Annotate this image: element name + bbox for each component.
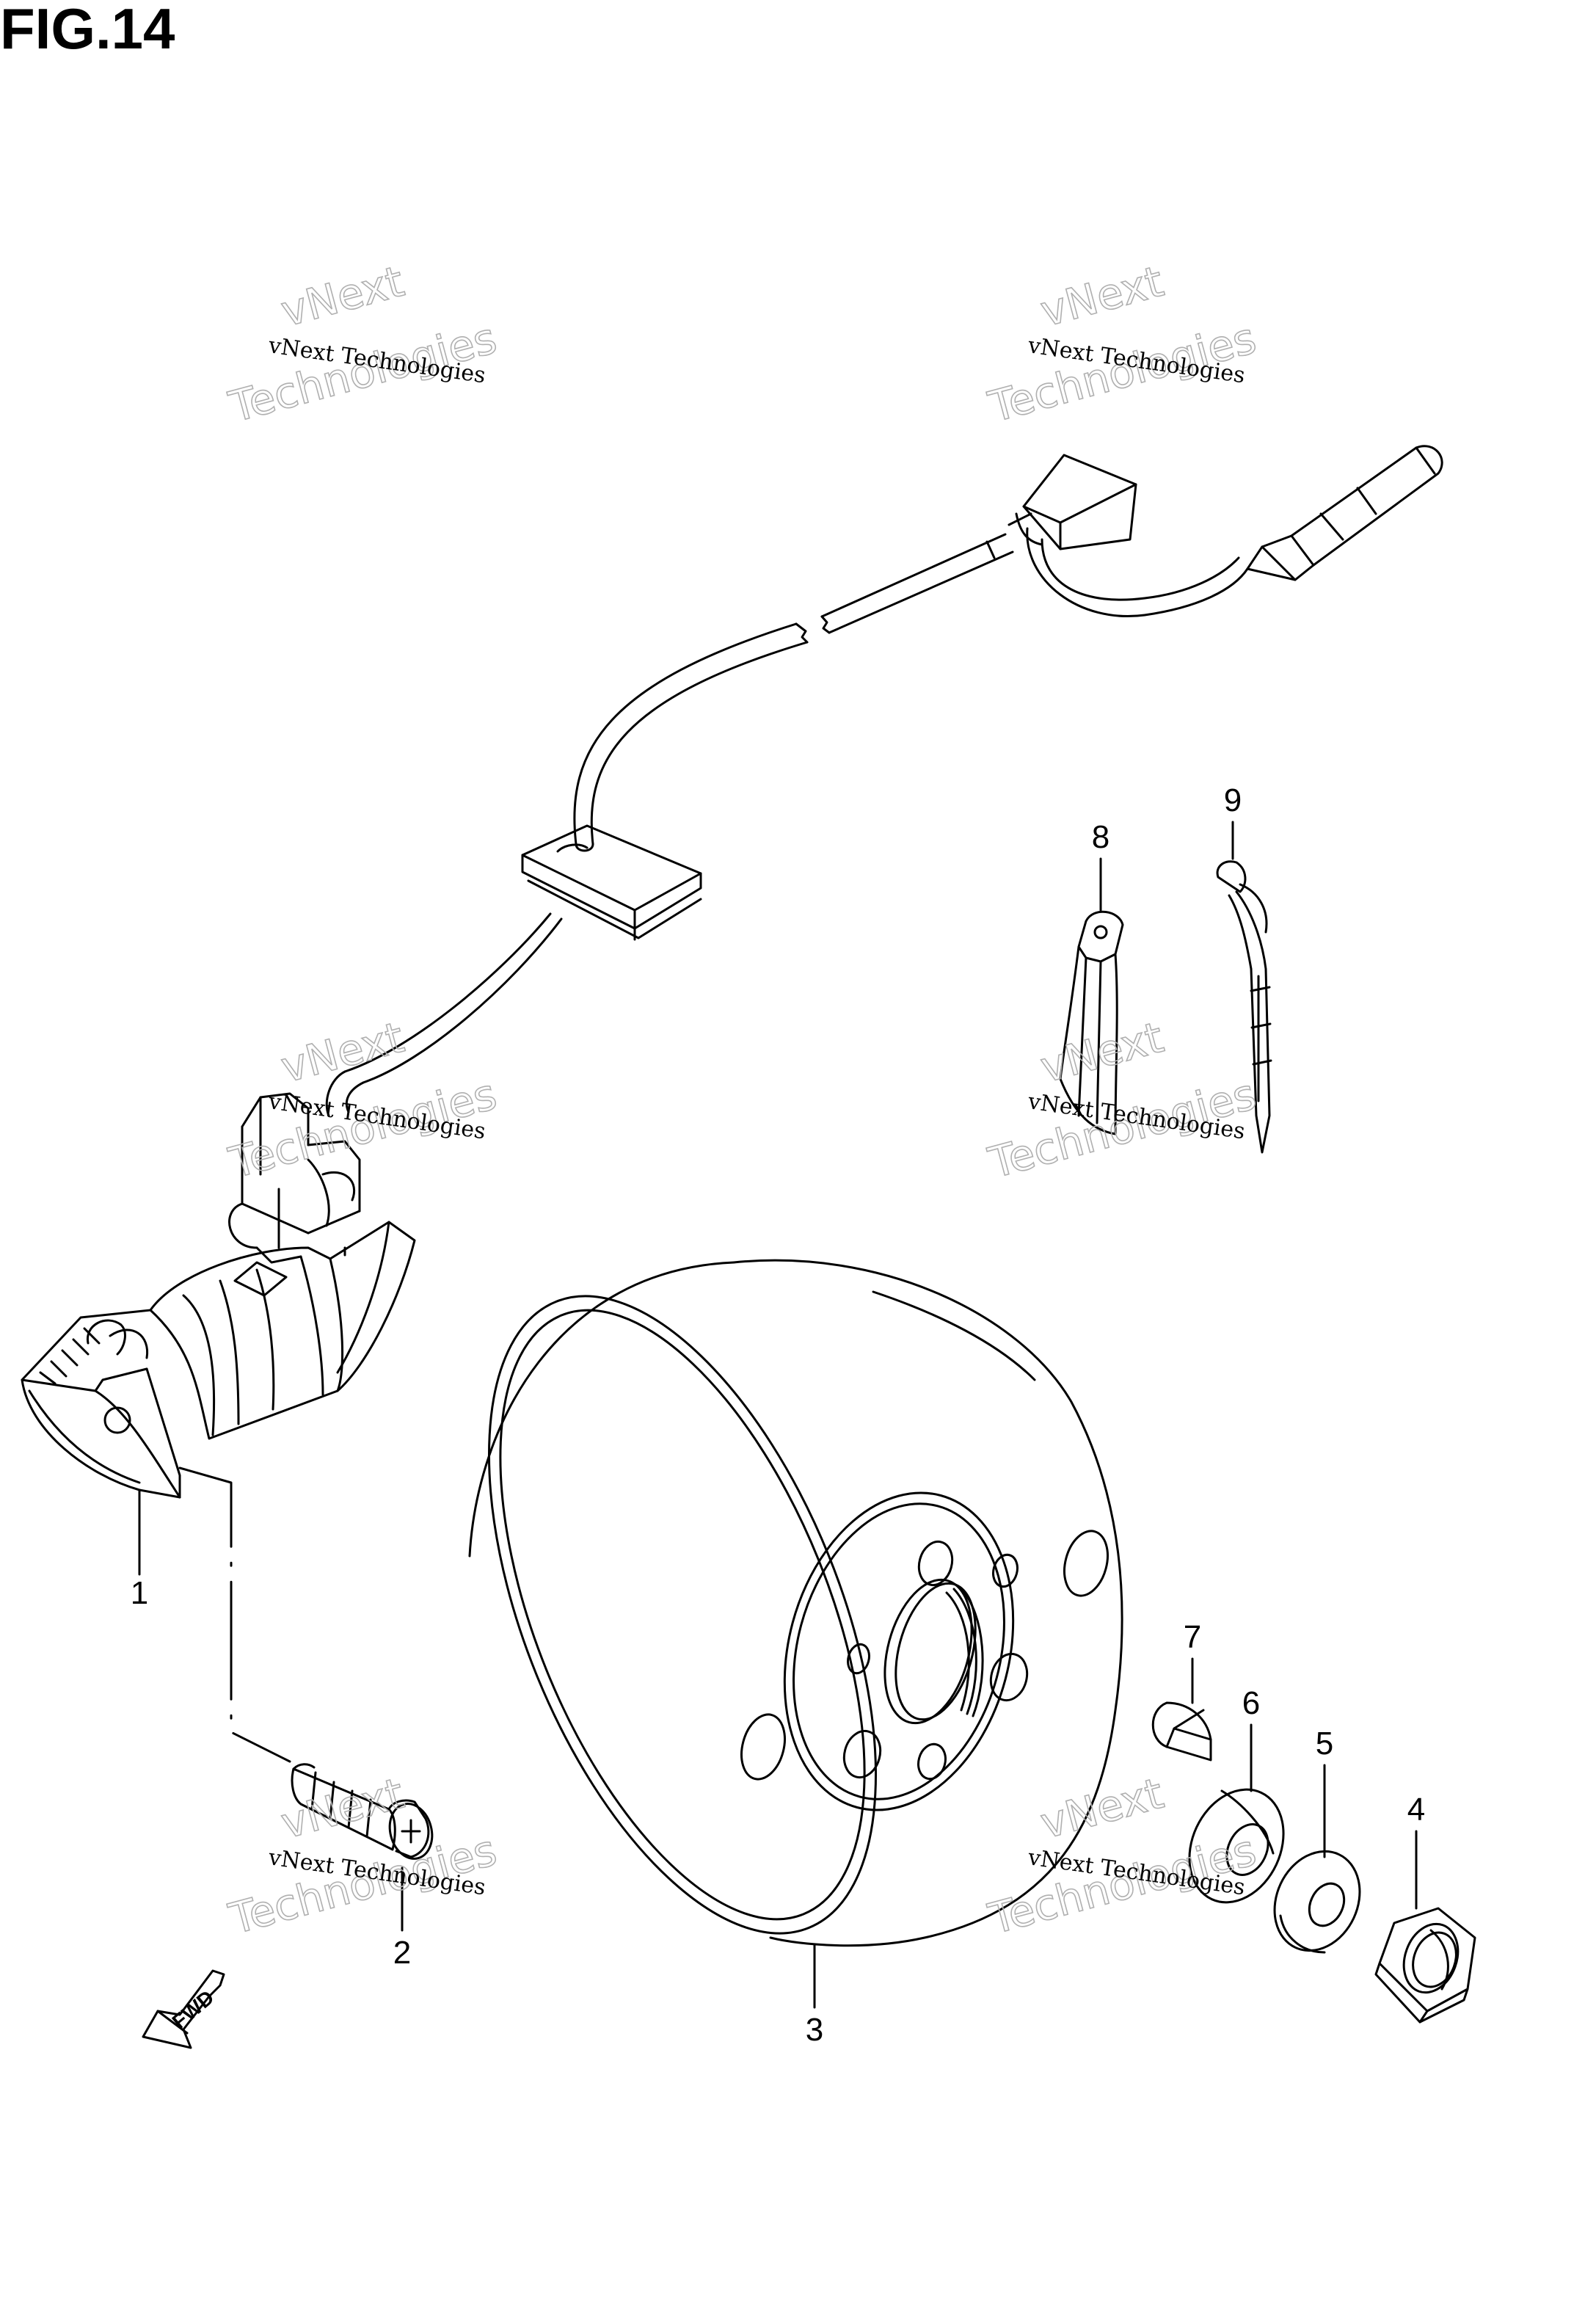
connector bbox=[1007, 454, 1137, 550]
fwd-arrow-icon bbox=[142, 1969, 225, 2049]
screw bbox=[291, 1763, 434, 1860]
fwd-label: FWD bbox=[168, 1985, 219, 2033]
svg-text:vNext: vNext bbox=[1035, 1012, 1168, 1093]
cable-clip bbox=[1059, 910, 1124, 1135]
callout-1: 1 bbox=[131, 1575, 148, 1611]
woodruff-key bbox=[1151, 1701, 1212, 1762]
callout-3: 3 bbox=[806, 2012, 823, 2048]
grommet bbox=[521, 824, 702, 941]
svg-text:vNext: vNext bbox=[276, 1012, 409, 1093]
callout-2: 2 bbox=[393, 1935, 411, 1971]
spring-washer bbox=[1273, 1850, 1361, 1954]
flywheel bbox=[468, 1259, 1123, 1947]
svg-text:vNext: vNext bbox=[1035, 1768, 1168, 1849]
plug-terminal bbox=[1246, 445, 1443, 581]
watermark-bottom-right: vNext Technologies vNext Technologies bbox=[983, 1767, 1261, 1944]
watermark-top-right: vNext Technologies vNext Technologies bbox=[983, 255, 1261, 432]
callout-9: 9 bbox=[1224, 782, 1242, 818]
alignment-line bbox=[178, 1466, 291, 1763]
cable-tie bbox=[1216, 860, 1272, 1154]
washer bbox=[1188, 1788, 1285, 1904]
callout-6: 6 bbox=[1242, 1685, 1260, 1721]
callout-8: 8 bbox=[1092, 819, 1109, 855]
watermark-mid-left: vNext Technologies vNext Technologies bbox=[223, 1011, 502, 1188]
callout-4: 4 bbox=[1407, 1792, 1425, 1828]
callout-5: 5 bbox=[1316, 1726, 1333, 1762]
watermark-mid-right: vNext Technologies vNext Technologies bbox=[983, 1011, 1261, 1188]
svg-text:vNext: vNext bbox=[276, 1768, 409, 1849]
figure-title: FIG.14 bbox=[0, 0, 175, 61]
callout-7: 7 bbox=[1184, 1619, 1201, 1655]
wire-harness bbox=[325, 527, 1249, 1117]
nut bbox=[1374, 1907, 1476, 2024]
watermark-top-left: vNext Technologies vNext Technologies bbox=[223, 255, 502, 432]
watermark-bottom-left: vNext Technologies vNext Technologies bbox=[223, 1767, 502, 1944]
svg-text:vNext: vNext bbox=[276, 256, 409, 337]
svg-text:vNext: vNext bbox=[1035, 256, 1168, 337]
pulser-coil bbox=[21, 1092, 416, 1499]
